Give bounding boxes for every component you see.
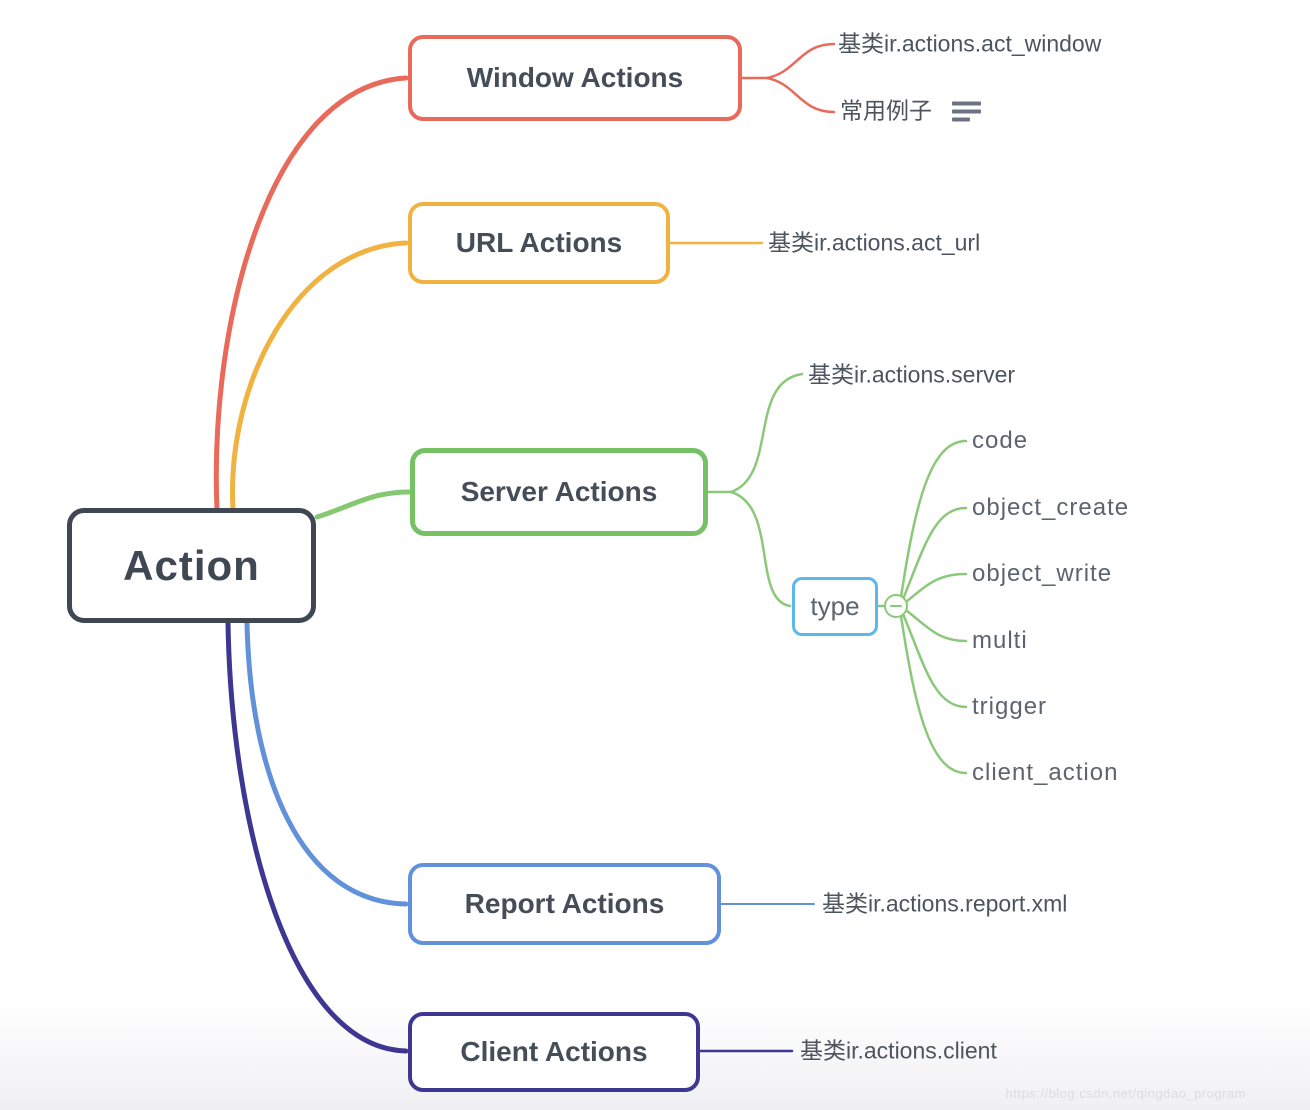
- edge-type-client-action: [899, 614, 968, 775]
- branch-node-window-actions[interactable]: Window Actions: [408, 35, 742, 121]
- branch-node-report-actions[interactable]: Report Actions: [408, 863, 721, 945]
- branch-node-server-actions[interactable]: Server Actions: [410, 448, 708, 536]
- label-window-example[interactable]: 常用例子: [840, 97, 981, 124]
- root-node-action[interactable]: Action: [67, 508, 316, 623]
- label-window-base-class[interactable]: 基类ir.actions.act_window: [838, 30, 1102, 57]
- label-client-base-class[interactable]: 基类ir.actions.client: [800, 1037, 997, 1064]
- edge-type-code: [899, 439, 968, 599]
- label-type-multi[interactable]: multi: [972, 627, 1028, 654]
- label-url-base-class[interactable]: 基类ir.actions.act_url: [768, 229, 981, 256]
- watermark-url: https://blog.csdn.net/qingdao_program: [1005, 1086, 1246, 1101]
- branch-node-label: Client Actions: [460, 1036, 648, 1067]
- edge-root-report: [244, 619, 409, 907]
- edge-type-multi: [905, 609, 968, 643]
- edge-window-child2: [765, 76, 836, 114]
- notes-icon[interactable]: [952, 101, 981, 121]
- minus-circle-icon[interactable]: [884, 594, 908, 618]
- branch-node-client-actions[interactable]: Client Actions: [408, 1012, 700, 1092]
- branch-node-url-actions[interactable]: URL Actions: [408, 202, 670, 284]
- edge-window-child1: [765, 42, 836, 80]
- edge-root-window: [213, 75, 409, 513]
- label-type-trigger[interactable]: trigger: [972, 693, 1048, 720]
- edge-type-trigger: [901, 612, 968, 709]
- type-node[interactable]: type: [792, 577, 878, 636]
- branch-node-label: Server Actions: [460, 476, 658, 507]
- branch-node-label: Window Actions: [466, 62, 684, 93]
- label-type-client-action[interactable]: client_action: [972, 759, 1119, 786]
- label-type-object-write[interactable]: object_write: [972, 560, 1113, 587]
- edge-root-client: [225, 619, 409, 1054]
- edge-server-child1: [729, 372, 804, 494]
- label-server-base-class[interactable]: 基类ir.actions.server: [808, 361, 1016, 388]
- label-window-example-text: 常用例子: [840, 97, 932, 124]
- branch-node-label: Report Actions: [464, 888, 665, 919]
- type-node-label: type: [810, 591, 860, 621]
- edge-type-object-create: [901, 506, 968, 601]
- edge-type-object-write: [904, 572, 968, 604]
- root-node-label: Action: [123, 541, 260, 589]
- edge-server-type: [729, 490, 792, 608]
- edge-root-server: [314, 489, 412, 520]
- label-report-base-class[interactable]: 基类ir.actions.report.xml: [822, 890, 1068, 917]
- label-type-code[interactable]: code: [972, 427, 1029, 454]
- branch-node-label: URL Actions: [455, 227, 623, 258]
- label-type-object-create[interactable]: object_create: [972, 494, 1130, 521]
- edge-root-url: [230, 240, 409, 513]
